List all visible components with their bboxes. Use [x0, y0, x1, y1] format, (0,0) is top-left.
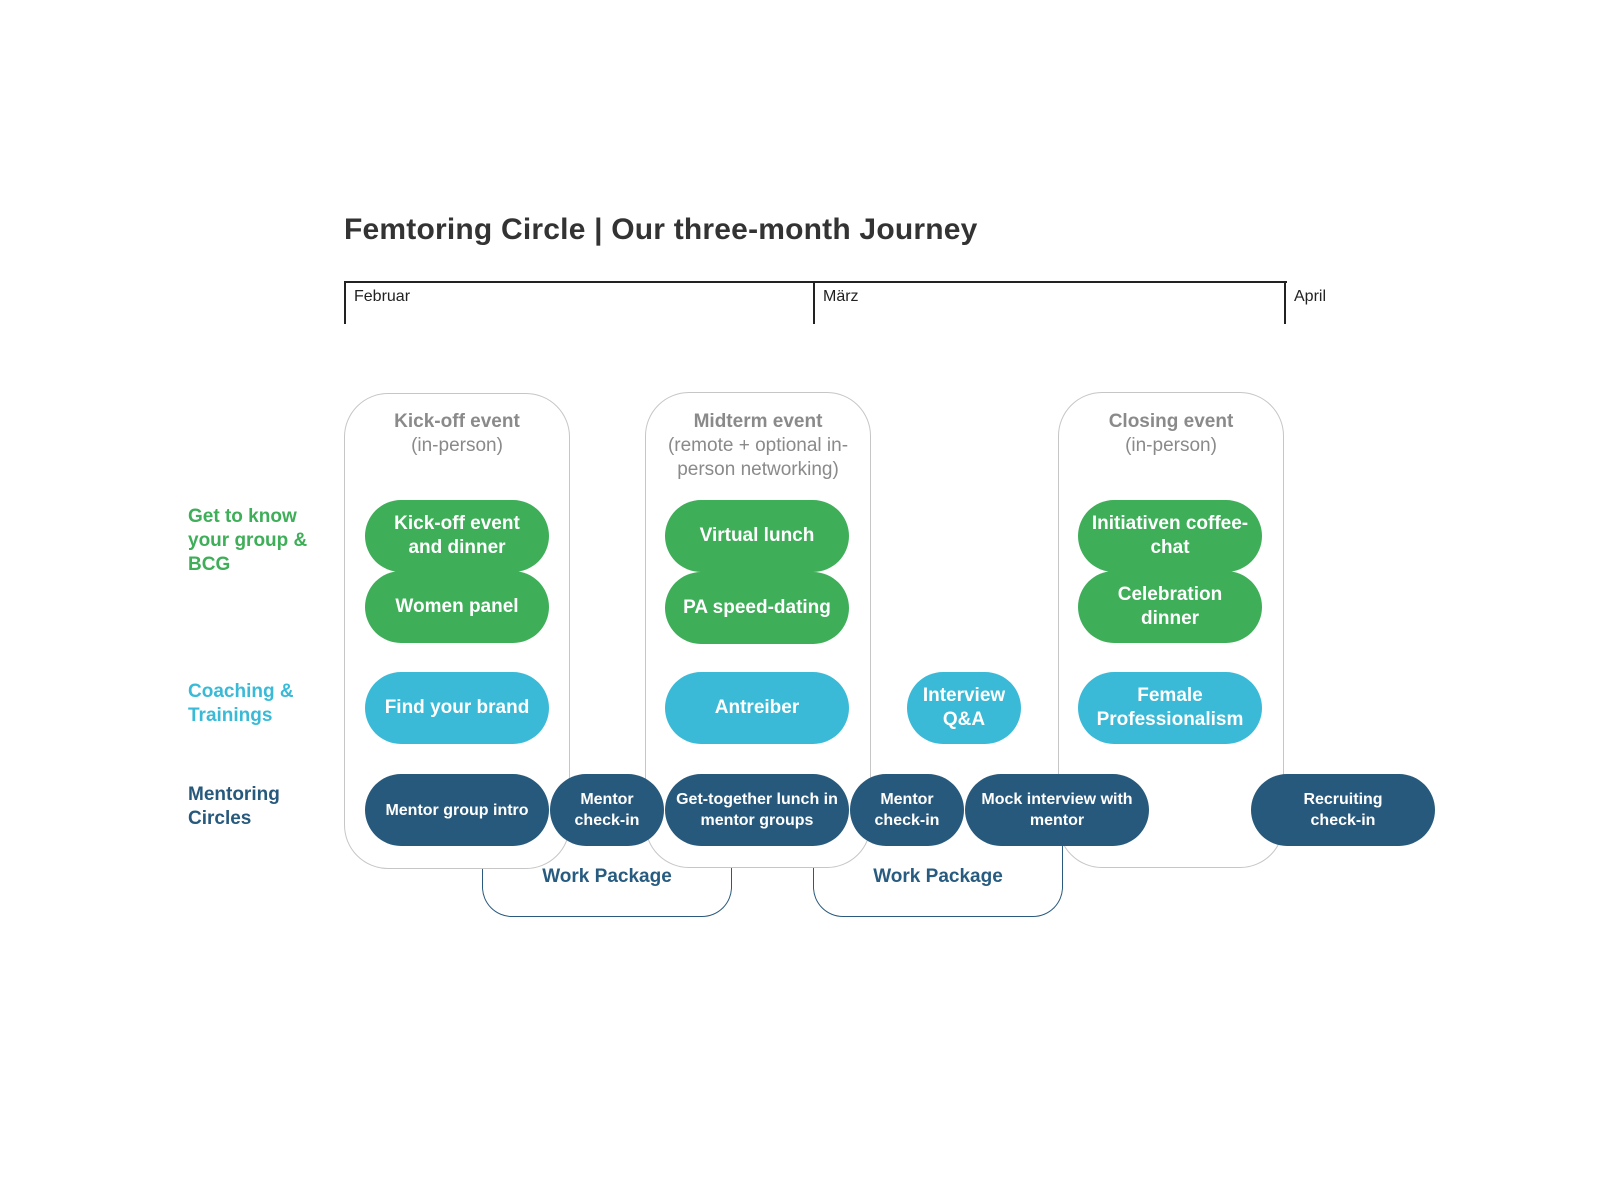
activity-get-together-lunch: Get-together lunch in mentor groups	[665, 774, 849, 846]
activity-mock-interview: Mock interview with mentor	[965, 774, 1149, 846]
closing-event-subtitle: (in-person)	[1125, 435, 1217, 456]
kickoff-event-heading: Kick-off event (in-person)	[355, 410, 559, 458]
work-package-label-2: Work Package	[873, 866, 1003, 887]
midterm-event-heading: Midterm event (remote + optional in-pers…	[658, 410, 858, 482]
month-label-februar: Februar	[354, 288, 411, 305]
timeline-tick-maerz	[813, 281, 815, 324]
activity-kickoff-dinner: Kick-off event and dinner	[365, 500, 549, 572]
work-package-label-1: Work Package	[542, 866, 672, 887]
kickoff-event-subtitle: (in-person)	[411, 435, 503, 456]
activity-antreiber: Antreiber	[665, 672, 849, 744]
activity-label: Initiativen coffee-chat	[1091, 513, 1249, 558]
activity-label: Female Professionalism	[1096, 685, 1244, 730]
activity-label: Recruiting check-in	[1303, 791, 1383, 829]
activity-virtual-lunch: Virtual lunch	[665, 500, 849, 572]
category-coaching: Coaching & Trainings	[188, 681, 294, 726]
activity-label: Mock interview with mentor	[981, 791, 1133, 829]
activity-label: Interview Q&A	[922, 685, 1006, 730]
timeline-line	[344, 281, 1287, 283]
activity-label: Kick-off event and dinner	[394, 513, 520, 558]
month-label-april: April	[1294, 288, 1327, 305]
activity-recruiting-checkin: Recruiting check-in	[1251, 774, 1435, 846]
activity-label: Antreiber	[714, 697, 800, 718]
activity-mentor-group-intro: Mentor group intro	[365, 774, 549, 846]
activity-female-professionalism: Female Professionalism	[1078, 672, 1262, 744]
midterm-event-subtitle: (remote + optional in-person networking)	[667, 435, 849, 480]
timeline-tick-februar	[344, 281, 346, 324]
month-label-maerz: März	[823, 288, 859, 305]
activity-women-panel: Women panel	[365, 571, 549, 643]
activity-label: Celebration dinner	[1117, 584, 1223, 629]
activity-celebration-dinner: Celebration dinner	[1078, 571, 1262, 643]
kickoff-event-title: Kick-off event	[394, 411, 520, 432]
activity-interview-qa: Interview Q&A	[907, 672, 1021, 744]
timeline-tick-april	[1284, 281, 1286, 324]
activity-label: Get-together lunch in mentor groups	[676, 791, 838, 829]
category-get-to-know: Get to know your group & BCG	[188, 506, 308, 575]
activity-label: Women panel	[395, 596, 519, 617]
activity-initiativen-coffee-chat: Initiativen coffee-chat	[1078, 500, 1262, 572]
activity-label: Mentor check-in	[874, 791, 940, 829]
closing-event-title: Closing event	[1108, 411, 1234, 432]
activity-pa-speed-dating: PA speed-dating	[665, 572, 849, 644]
activity-label: Mentor group intro	[385, 801, 529, 819]
activity-label: PA speed-dating	[683, 597, 831, 618]
category-mentoring: Mentoring Circles	[188, 784, 280, 829]
activity-mentor-checkin-1: Mentor check-in	[550, 774, 664, 846]
closing-event-heading: Closing event (in-person)	[1069, 410, 1273, 458]
activity-mentor-checkin-2: Mentor check-in	[850, 774, 964, 846]
activity-find-your-brand: Find your brand	[365, 672, 549, 744]
page-title: Femtoring Circle | Our three-month Journ…	[344, 213, 978, 246]
midterm-event-title: Midterm event	[693, 411, 823, 432]
activity-label: Find your brand	[384, 697, 530, 718]
activity-label: Virtual lunch	[699, 525, 815, 546]
activity-label: Mentor check-in	[574, 791, 640, 829]
